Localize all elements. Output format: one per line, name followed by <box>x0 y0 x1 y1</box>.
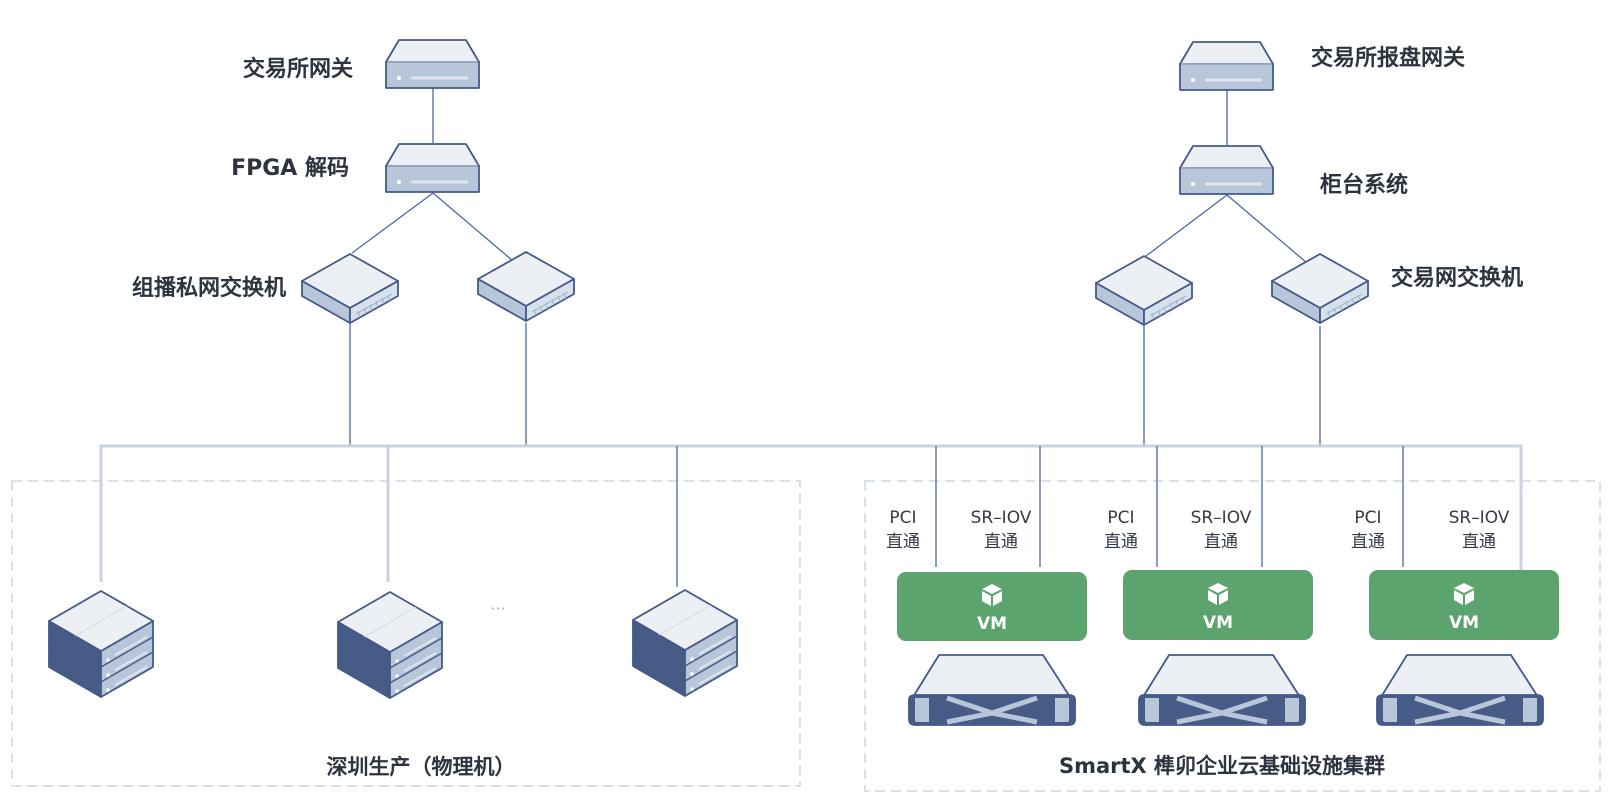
server-2u-icon <box>909 655 1075 725</box>
svg-text:直通: 直通 <box>886 532 920 552</box>
link-fpga-switch1 <box>351 192 434 254</box>
server-stack-icon <box>337 591 443 699</box>
vm-card[interactable]: VM <box>897 572 1087 641</box>
server-stack-icon <box>632 589 738 697</box>
group-label-physical: 深圳生产（物理机） <box>327 755 516 779</box>
server-2u-icon <box>1377 655 1543 725</box>
network-bus <box>99 444 1523 582</box>
svg-text:直通: 直通 <box>984 532 1018 552</box>
svg-text:直通: 直通 <box>1104 532 1138 552</box>
network-switch-icon <box>1095 255 1193 326</box>
server-1u-icon <box>1179 145 1274 195</box>
label-exchange-gateway: 交易所网关 <box>243 56 353 82</box>
svg-text:SR–IOV: SR–IOV <box>1191 508 1252 528</box>
svg-text:直通: 直通 <box>1204 532 1238 552</box>
link-counter-switch2 <box>1226 194 1308 264</box>
server-1u-icon <box>1179 41 1274 91</box>
vm-card[interactable]: VM <box>1123 570 1313 640</box>
svg-text:PCI: PCI <box>1107 508 1134 528</box>
link-counter-switch1 <box>1145 194 1228 257</box>
link-fpga-switch2 <box>432 192 514 262</box>
vm-card[interactable]: VM <box>1369 570 1559 640</box>
svg-text:PCI: PCI <box>1354 508 1381 528</box>
group-box-smartx-cluster <box>864 480 1601 792</box>
group-label-smartx-cluster: SmartX 榫卯企业云基础设施集群 <box>1059 754 1385 778</box>
label-multicast-switch: 组播私网交换机 <box>132 275 286 301</box>
label-counter-system: 柜台系统 <box>1320 172 1408 198</box>
vm-label: VM <box>1203 613 1233 633</box>
svg-text:SR–IOV: SR–IOV <box>1449 508 1510 528</box>
server-2u-icon <box>1139 655 1305 725</box>
vm-label: VM <box>977 614 1007 634</box>
svg-text:PCI: PCI <box>889 508 916 528</box>
server-1u-icon <box>385 143 480 193</box>
group-box-physical <box>11 480 801 787</box>
vm-label: VM <box>1449 613 1479 633</box>
svg-text:直通: 直通 <box>1351 532 1385 552</box>
network-switch-icon <box>1271 253 1369 324</box>
label-exchange-report-gateway: 交易所报盘网关 <box>1311 45 1465 71</box>
label-fpga-decode: FPGA 解码 <box>231 155 349 181</box>
svg-text:直通: 直通 <box>1462 532 1496 552</box>
svg-text:SR–IOV: SR–IOV <box>971 508 1032 528</box>
network-switch-icon <box>301 253 399 324</box>
ellipsis: ··· <box>490 599 505 618</box>
server-1u-icon <box>385 39 480 89</box>
passthrough-labels: PCI 直通 SR–IOV 直通 PCI 直通 SR–IOV 直通 PCI 直通… <box>886 508 1510 552</box>
label-trading-switch: 交易网交换机 <box>1391 265 1523 291</box>
network-switch-icon <box>477 251 575 322</box>
server-stack-icon <box>48 590 154 698</box>
